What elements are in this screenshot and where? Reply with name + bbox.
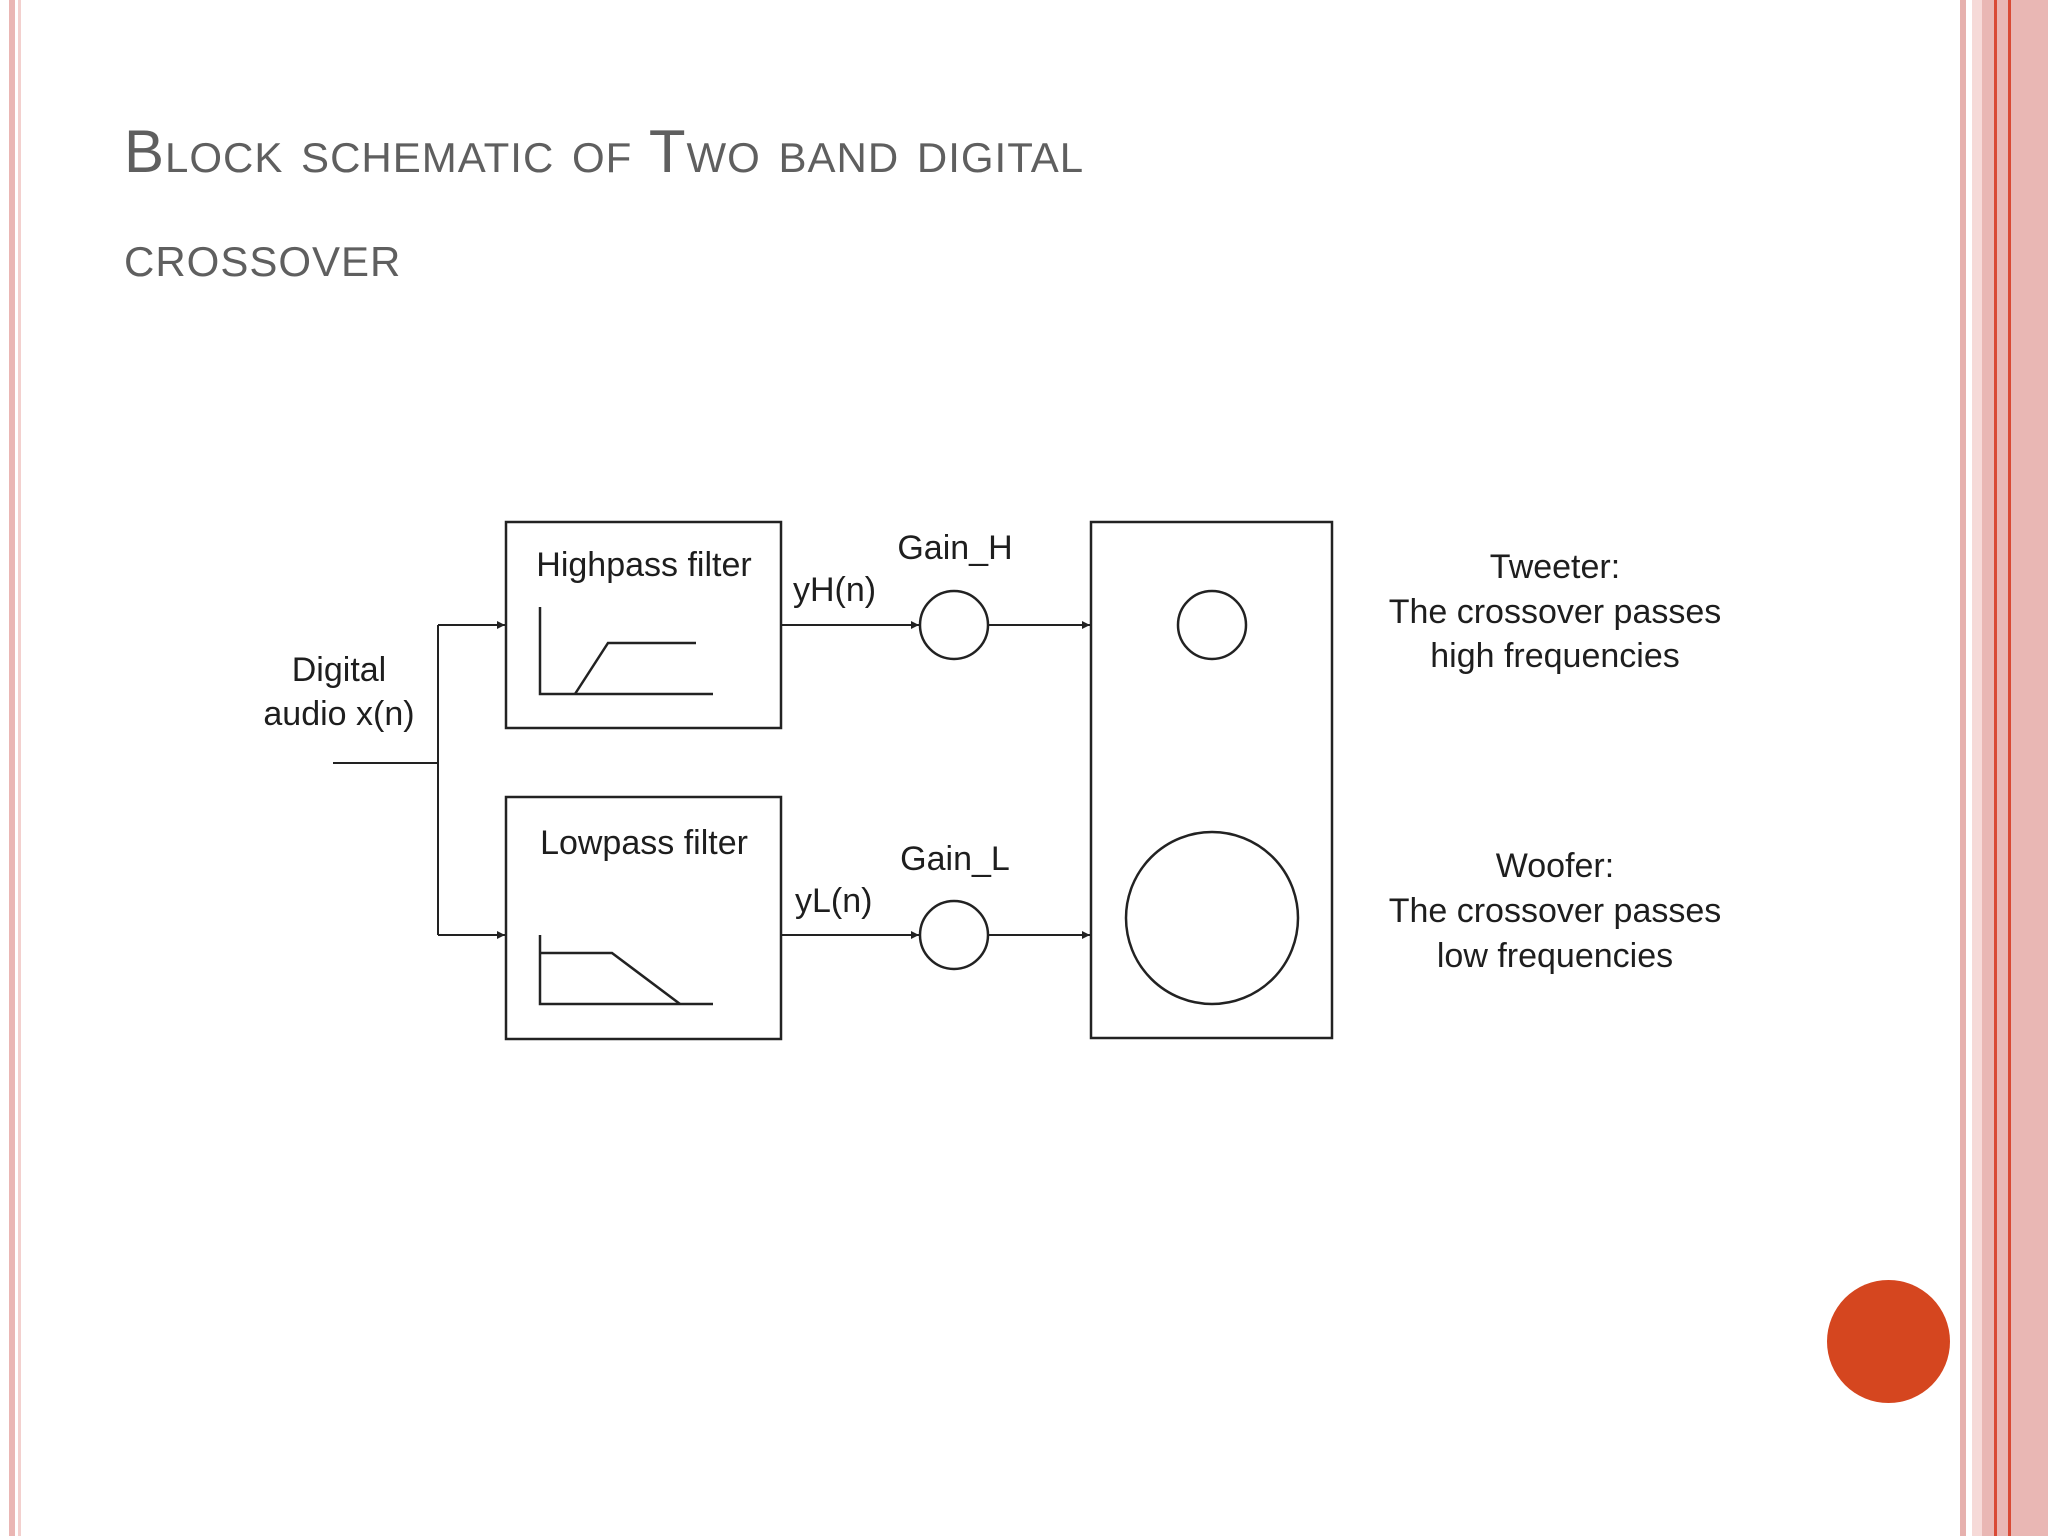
output-wires [781,621,1090,939]
highpass-filter-block: Highpass filter [504,520,783,730]
right-border-band [1982,0,2048,1536]
highpass-output-signal-label: yH(n) [793,571,876,609]
tweeter-description-line-3: high frequencies [1430,637,1680,675]
input-split-wires [333,621,505,939]
slide-corner-badge [1827,1280,1950,1403]
woofer-description-line-2: The crossover passes [1389,892,1722,930]
right-border-stripe-2 [1972,0,1982,1536]
right-border-line-2 [2008,0,2011,1536]
woofer-driver [1124,830,1300,1006]
lowpass-filter-block: Lowpass filter [504,795,783,1041]
highpass-response-icon [538,607,713,696]
input-label-line-2: audio x(n) [263,695,414,733]
lowpass-filter-label: Lowpass filter [540,824,748,862]
tweeter-description-line-2: The crossover passes [1389,593,1722,631]
input-label-line-1: Digital [292,651,386,689]
lowpass-response-icon [538,935,713,1006]
slide-title-line-2: crossover [124,222,402,289]
slide-title-line-1: Block schematic of Two band digital [124,118,1085,185]
tweeter-description: Tweeter: The crossover passes high frequ… [1389,548,1722,675]
right-border-line-1 [1994,0,1997,1536]
lowpass-output-signal-label: yL(n) [795,882,872,920]
tweeter-driver [1176,589,1248,661]
gain-h-circle [918,589,990,661]
left-border-inner [18,0,21,1536]
right-border-stripe-1 [1960,0,1966,1536]
woofer-description: Woofer: The crossover passes low frequen… [1389,847,1722,975]
left-border-outer [9,0,15,1536]
gain-l-label: Gain_L [900,840,1010,878]
tweeter-description-line-1: Tweeter: [1490,548,1620,586]
woofer-description-line-1: Woofer: [1496,847,1614,885]
highpass-filter-label: Highpass filter [536,546,751,584]
slide-title: Block schematic of Two band digital cros… [124,100,1824,308]
gain-l-circle [918,899,990,971]
woofer-description-line-3: low frequencies [1437,937,1673,975]
speaker-cabinet [1089,520,1334,1040]
gain-h-label: Gain_H [897,529,1012,567]
